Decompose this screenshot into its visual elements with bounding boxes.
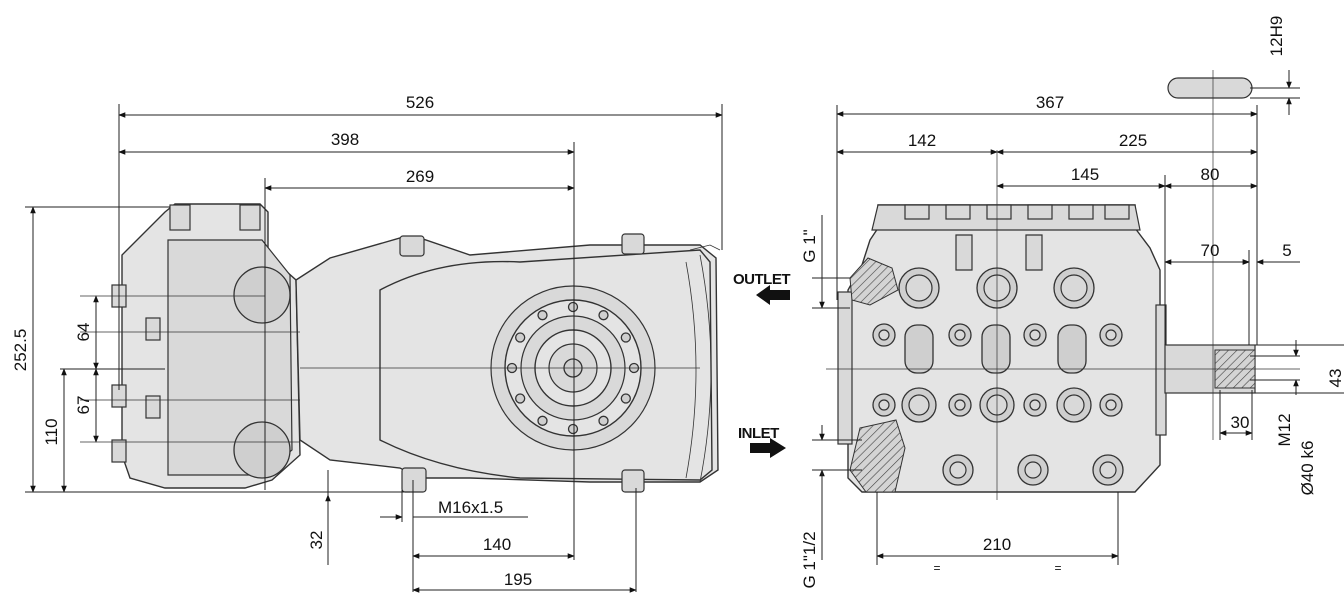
flange-bolt [598, 415, 609, 426]
side-view: 526 398 269 252.5 64 67 110 32 M16x1.5 1… [11, 93, 723, 593]
front-view-dimension-texts: 367 142 225 145 80 70 5 G 1" 43 M12 30 Ø… [800, 16, 1344, 589]
dim-367: 367 [1036, 93, 1064, 112]
side-view-dimension-lines [30, 112, 723, 593]
outlet-label: OUTLET [733, 271, 790, 288]
inlet-label: INLET [738, 425, 779, 442]
dim-195: 195 [504, 570, 532, 589]
dim-142: 142 [908, 131, 936, 150]
dim-g1-1-2: G 1"1/2 [800, 531, 819, 588]
dim-m12: M12 [1275, 413, 1294, 446]
dim-32: 32 [307, 531, 326, 550]
dim-g1: G 1" [800, 229, 819, 262]
dim-12h9: 12H9 [1267, 16, 1286, 57]
dim-30: 30 [1231, 413, 1250, 432]
dim-210: 210 [983, 535, 1011, 554]
side-view-extension-lines [25, 104, 723, 592]
dim-110: 110 [42, 418, 61, 445]
dim-m16x1-5: M16x1.5 [438, 498, 503, 517]
flange-bolt [515, 332, 526, 343]
dim-526: 526 [406, 93, 434, 112]
dim-145: 145 [1071, 165, 1099, 184]
dim-70: 70 [1201, 241, 1220, 260]
inlet-arrow-icon [750, 438, 786, 458]
dim-d40-k6: Ø40 k6 [1298, 441, 1317, 496]
dim-140: 140 [483, 535, 511, 554]
outlet-arrow-icon [756, 285, 790, 305]
side-view-dimension-texts: 526 398 269 252.5 64 67 110 32 M16x1.5 1… [11, 93, 532, 589]
dim-equal-right: = [1054, 561, 1061, 575]
dim-43: 43 [1326, 369, 1344, 388]
flow-labels: OUTLET INLET [733, 271, 791, 458]
dim-equal-left: = [933, 561, 940, 575]
front-view: 367 142 225 145 80 70 5 G 1" 43 M12 30 Ø… [733, 16, 1344, 589]
flange-bolt [620, 332, 631, 343]
flange-bolt [567, 301, 579, 313]
flange-bolt [598, 310, 609, 321]
flange-bolt [515, 393, 526, 404]
flange-bolt [620, 393, 631, 404]
flange-bolt [567, 423, 579, 435]
flange-bolt [537, 310, 548, 321]
dim-67: 67 [74, 396, 93, 415]
flange-bolt [537, 415, 548, 426]
dim-64: 64 [74, 323, 93, 342]
dim-5: 5 [1282, 241, 1291, 260]
dim-252-5: 252.5 [11, 329, 30, 372]
front-view-dimension-lines [819, 70, 1300, 560]
dim-398: 398 [331, 130, 359, 149]
dim-269: 269 [406, 167, 434, 186]
front-view-pump-body [826, 70, 1300, 500]
dim-225: 225 [1119, 131, 1147, 150]
dim-80: 80 [1201, 165, 1220, 184]
side-view-pump-body [80, 203, 721, 493]
